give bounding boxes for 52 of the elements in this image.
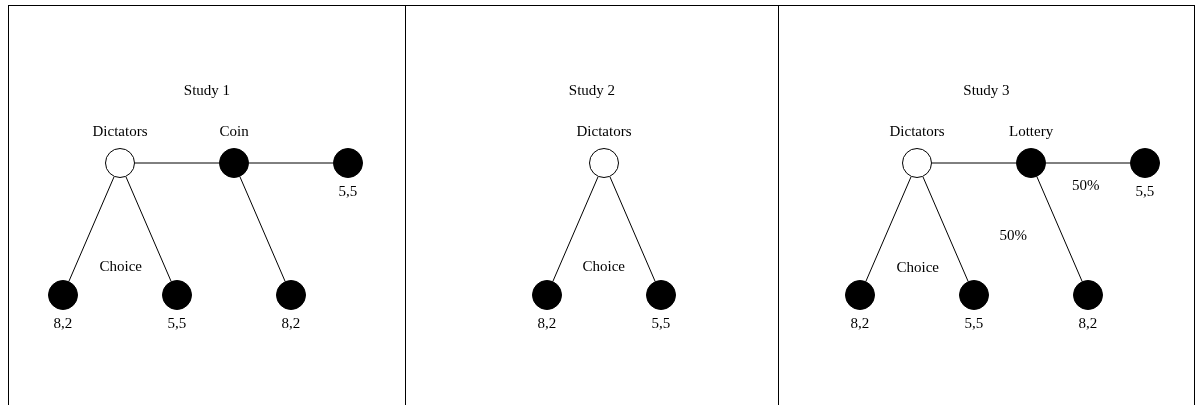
filled-node-circle [219,148,249,178]
tree-branch-line [125,176,172,282]
tree-branch-line [552,176,599,282]
filled-node-circle [1130,148,1160,178]
tree-branch-line [239,176,286,282]
node-label: 8,2 [537,315,557,331]
filled-node-circle [532,280,562,310]
panel-title: Study 2 [568,82,616,99]
node-label: 8,2 [281,315,301,331]
filled-node-circle [1073,280,1103,310]
node-label: 8,2 [1078,315,1098,331]
node-label: 5,5 [1135,183,1155,199]
branch-label: Choice [896,259,939,275]
open-node-circle [902,148,932,178]
edge-label: 50% [999,227,1027,243]
open-node-circle [589,148,619,178]
branch-label: Choice [99,258,142,274]
study-panel [8,5,406,405]
node-label: 8,2 [53,315,73,331]
node-label: 5,5 [964,315,984,331]
filled-node-circle [333,148,363,178]
node-label: 5,5 [338,183,358,199]
tree-branch-line [609,176,656,282]
tree-branch-line [931,162,1017,164]
study-panel [778,5,1195,405]
node-label: Dictators [576,123,632,139]
filled-node-circle [276,280,306,310]
filled-node-circle [845,280,875,310]
tree-branch-line [68,176,115,282]
panel-title: Study 3 [963,82,1010,99]
tree-branch-line [134,162,220,164]
node-label: 5,5 [651,315,671,331]
tree-branch-line [922,176,969,282]
node-label: 5,5 [167,315,187,331]
filled-node-circle [162,280,192,310]
filled-node-circle [1016,148,1046,178]
node-label: 8,2 [850,315,870,331]
tree-branch-line [1045,162,1131,164]
filled-node-circle [48,280,78,310]
node-label: Dictators [92,123,148,139]
tree-branch-line [865,176,912,282]
node-label: Lottery [1009,123,1054,139]
panel-title: Study 1 [183,82,231,99]
tree-branch-line [248,162,334,164]
node-label: Dictators [889,123,945,139]
tree-branch-line [1036,176,1083,282]
filled-node-circle [646,280,676,310]
edge-label: 50% [1072,177,1100,193]
filled-node-circle [959,280,989,310]
branch-label: Choice [582,258,625,274]
open-node-circle [105,148,135,178]
node-label: Coin [219,123,249,139]
